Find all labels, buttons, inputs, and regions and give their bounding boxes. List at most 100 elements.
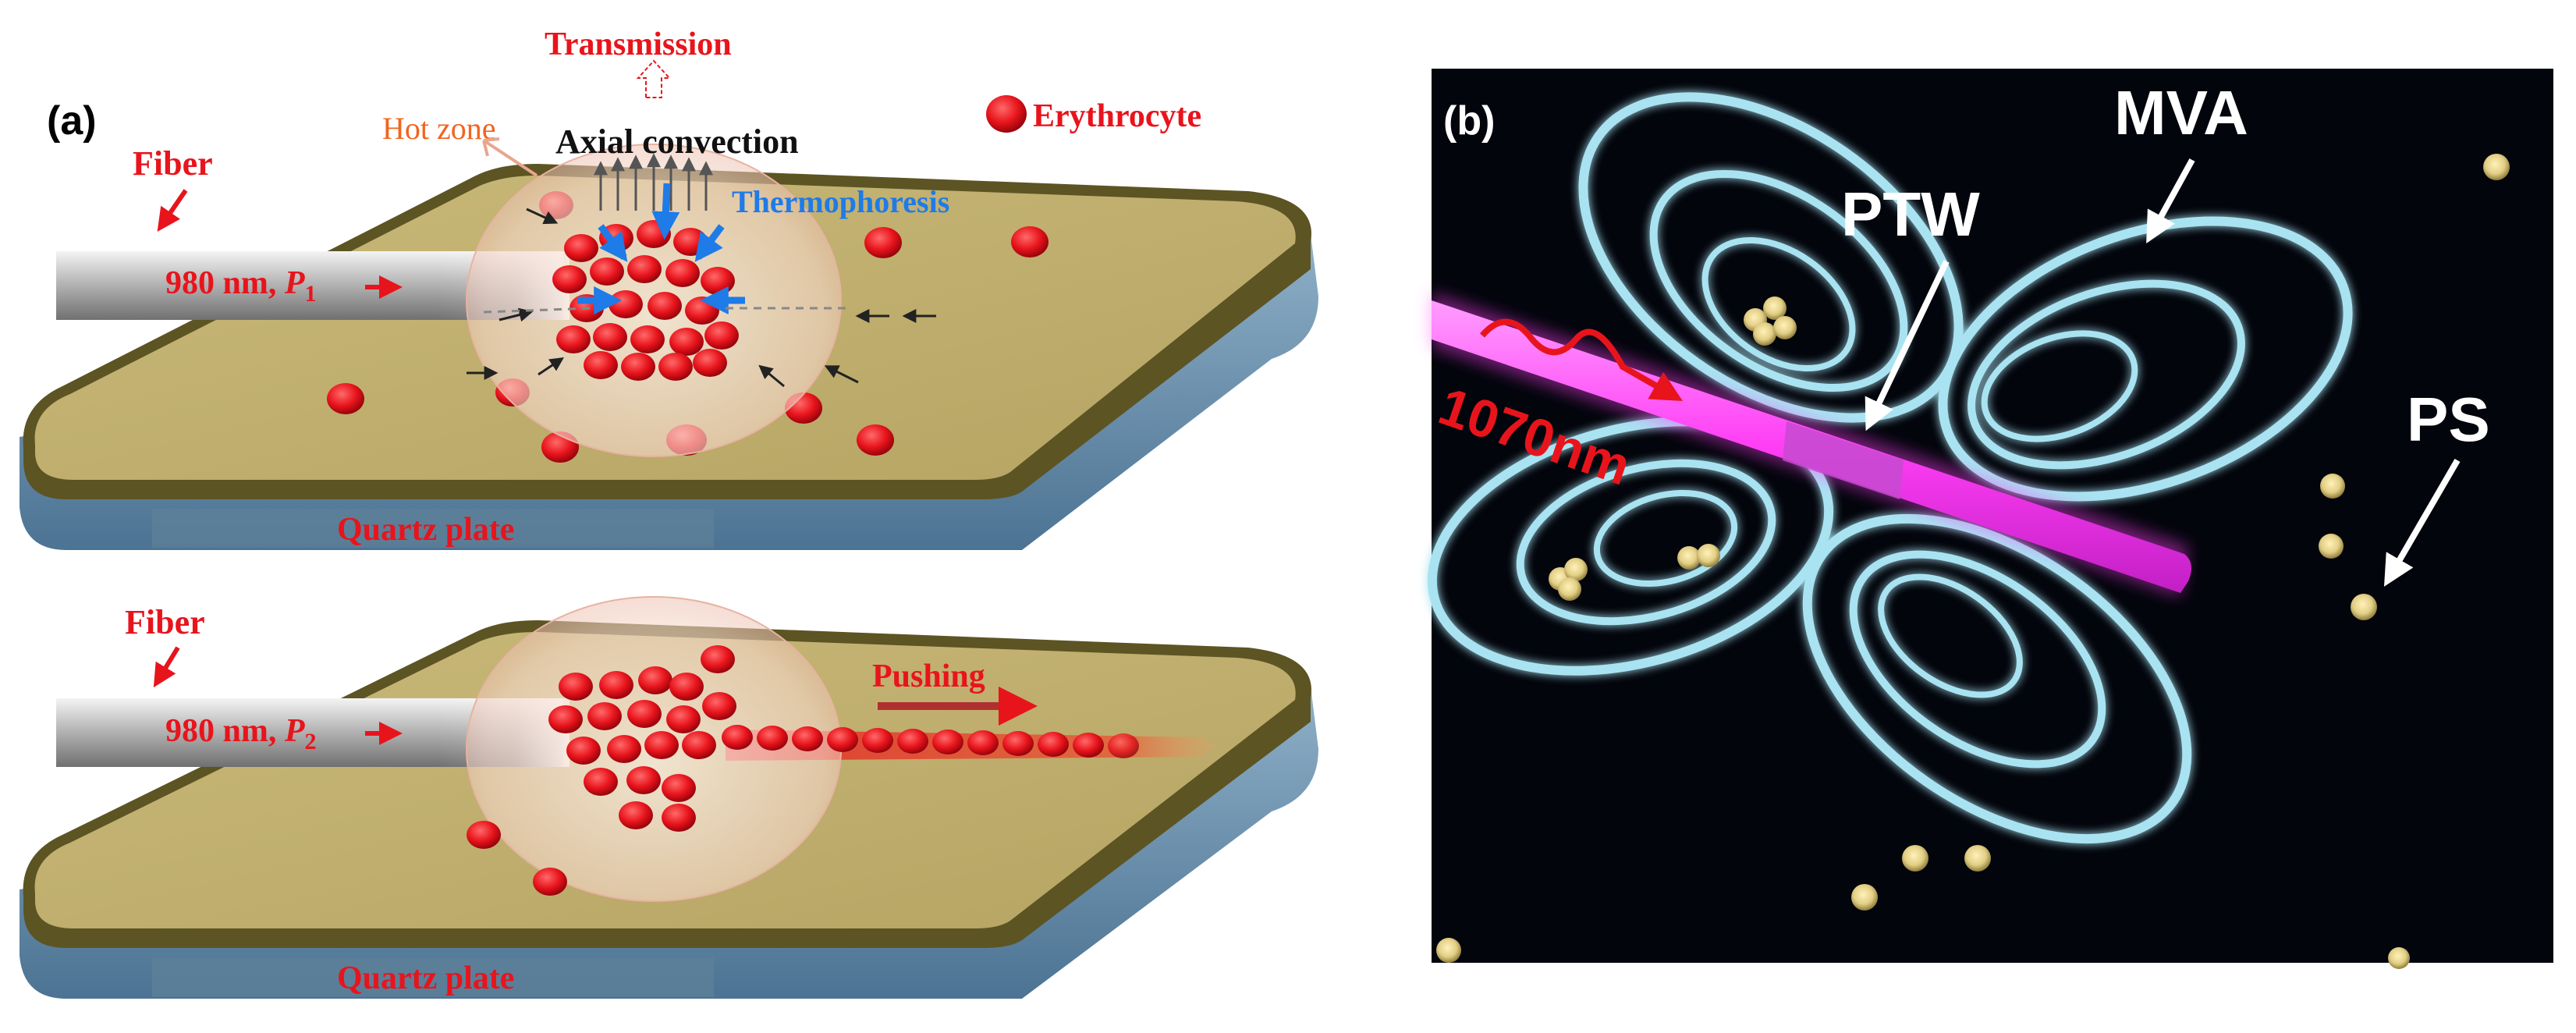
erythrocyte-legend-icon xyxy=(986,95,1027,133)
erythrocyte xyxy=(682,731,716,759)
erythrocyte xyxy=(638,666,672,694)
inflow-arrow xyxy=(526,208,559,225)
erythrocyte xyxy=(564,234,598,262)
erythrocyte xyxy=(607,735,641,763)
erythrocyte xyxy=(932,729,963,754)
top-beam-power-subscript: 1 xyxy=(305,281,317,307)
bottom-beam-label: 980 nm, P2 xyxy=(165,713,317,754)
erythrocyte xyxy=(587,702,622,730)
bottom-plate-label: Quartz plate xyxy=(337,960,514,996)
ps-particle xyxy=(1763,296,1787,320)
bottom-plate-window xyxy=(152,958,714,997)
ptw-arrow-icon xyxy=(1865,260,1950,431)
bottom-erythrocyte-cluster xyxy=(467,645,736,896)
inflow-arrow xyxy=(538,357,564,376)
vortex-ring xyxy=(1649,169,1908,392)
erythrocyte xyxy=(704,321,739,350)
erythrocyte xyxy=(559,673,593,701)
ptw-label: PTW xyxy=(1841,179,1980,249)
top-beam-wavelength: 980 nm, xyxy=(165,265,285,301)
ps-particle xyxy=(1564,558,1588,581)
ps-particle xyxy=(2319,534,2344,559)
transmission-indicator: Transmission xyxy=(545,27,732,98)
erythrocyte xyxy=(1073,733,1104,758)
axial-convection-arrows xyxy=(594,153,713,211)
ps-particle xyxy=(1436,938,1461,963)
erythrocyte xyxy=(662,774,696,802)
erythrocyte xyxy=(627,700,662,728)
ps-particle xyxy=(2320,474,2345,499)
erythrocyte xyxy=(669,328,704,356)
ps-indicator: PS xyxy=(2383,385,2490,587)
erythrocyte-legend-label: Erythrocyte xyxy=(1033,98,1201,134)
ps-particle xyxy=(2351,594,2377,620)
erythrocyte xyxy=(552,265,587,293)
inflow-arrows xyxy=(467,208,936,388)
hot-zone-label: Hot zone xyxy=(382,111,496,146)
mva-arrow-icon xyxy=(2146,158,2195,244)
erythrocyte xyxy=(644,731,679,759)
vortex-ring xyxy=(1849,550,2106,769)
erythrocyte xyxy=(566,737,601,765)
ps-particles xyxy=(1436,154,2510,969)
beam-dashed-lines xyxy=(483,307,850,314)
erythrocyte xyxy=(627,255,662,283)
hot-zone-indicator: Hot zone xyxy=(382,111,538,177)
vortex-ring xyxy=(1878,573,2023,698)
axial-convection-label: Axial convection xyxy=(555,122,799,161)
panel-b: 1070nm (b) MVA xyxy=(1427,69,2553,969)
vortex-ring xyxy=(1427,417,1834,676)
erythrocyte xyxy=(702,692,736,720)
erythrocyte xyxy=(862,728,893,753)
beam-dash xyxy=(483,307,594,314)
erythrocyte xyxy=(648,292,682,320)
erythrocyte xyxy=(533,868,567,896)
vortex-ring xyxy=(1802,513,2192,844)
ps-particle xyxy=(2388,947,2410,969)
ptw-indicator: PTW xyxy=(1841,179,1980,431)
pushing-label: Pushing xyxy=(872,658,985,694)
mva-indicator: MVA xyxy=(2114,78,2248,244)
ps-particle xyxy=(1558,577,1581,601)
top-plate-label: Quartz plate xyxy=(337,512,514,548)
top-fiber-label-group: Fiber xyxy=(133,144,213,232)
ps-label: PS xyxy=(2407,385,2490,454)
thermophoresis-label: Thermophoresis xyxy=(732,184,949,219)
erythrocyte xyxy=(701,267,735,295)
thermophoresis-arrow xyxy=(651,183,680,240)
ps-particle xyxy=(1753,322,1776,346)
transmission-label: Transmission xyxy=(545,27,732,62)
erythrocyte xyxy=(897,729,928,754)
erythrocyte xyxy=(662,804,696,832)
thermophoresis-arrow xyxy=(598,224,628,262)
ptw-heated-segment xyxy=(1783,421,1904,499)
erythrocyte xyxy=(327,383,364,414)
erythrocyte-legend: Erythrocyte xyxy=(986,95,1201,134)
erythrocyte xyxy=(626,766,661,794)
vortex-rings xyxy=(1427,92,2353,844)
mva-label: MVA xyxy=(2114,78,2248,147)
erythrocyte xyxy=(857,424,894,456)
erythrocyte-chain xyxy=(722,725,1139,758)
erythrocyte xyxy=(621,353,655,381)
vortex-ring xyxy=(1593,489,1738,587)
vortex-ring xyxy=(1938,216,2353,502)
panel-b-label: (b) xyxy=(1443,98,1495,144)
thermophoresis-arrow xyxy=(694,224,725,262)
erythrocyte xyxy=(599,671,633,699)
panel-a-label: (a) xyxy=(47,98,97,144)
top-beam-label: 980 nm, P1 xyxy=(165,265,317,307)
pushing-indicator: Pushing xyxy=(872,658,1038,726)
erythrocyte xyxy=(590,257,624,286)
erythrocyte xyxy=(1011,226,1048,257)
top-beam-power-symbol: P xyxy=(284,265,305,301)
thermophoresis-arrows xyxy=(577,183,745,314)
wave-arrow-icon xyxy=(1479,318,1683,401)
erythrocyte xyxy=(666,705,701,733)
erythrocyte xyxy=(584,351,618,379)
erythrocyte xyxy=(757,726,788,751)
inflow-arrow xyxy=(824,365,859,384)
panel-a: (a) Erythrocyte Quartz plate xyxy=(20,27,1318,999)
erythrocyte xyxy=(701,645,735,673)
bottom-fiber-label-group: Fiber xyxy=(125,603,205,688)
